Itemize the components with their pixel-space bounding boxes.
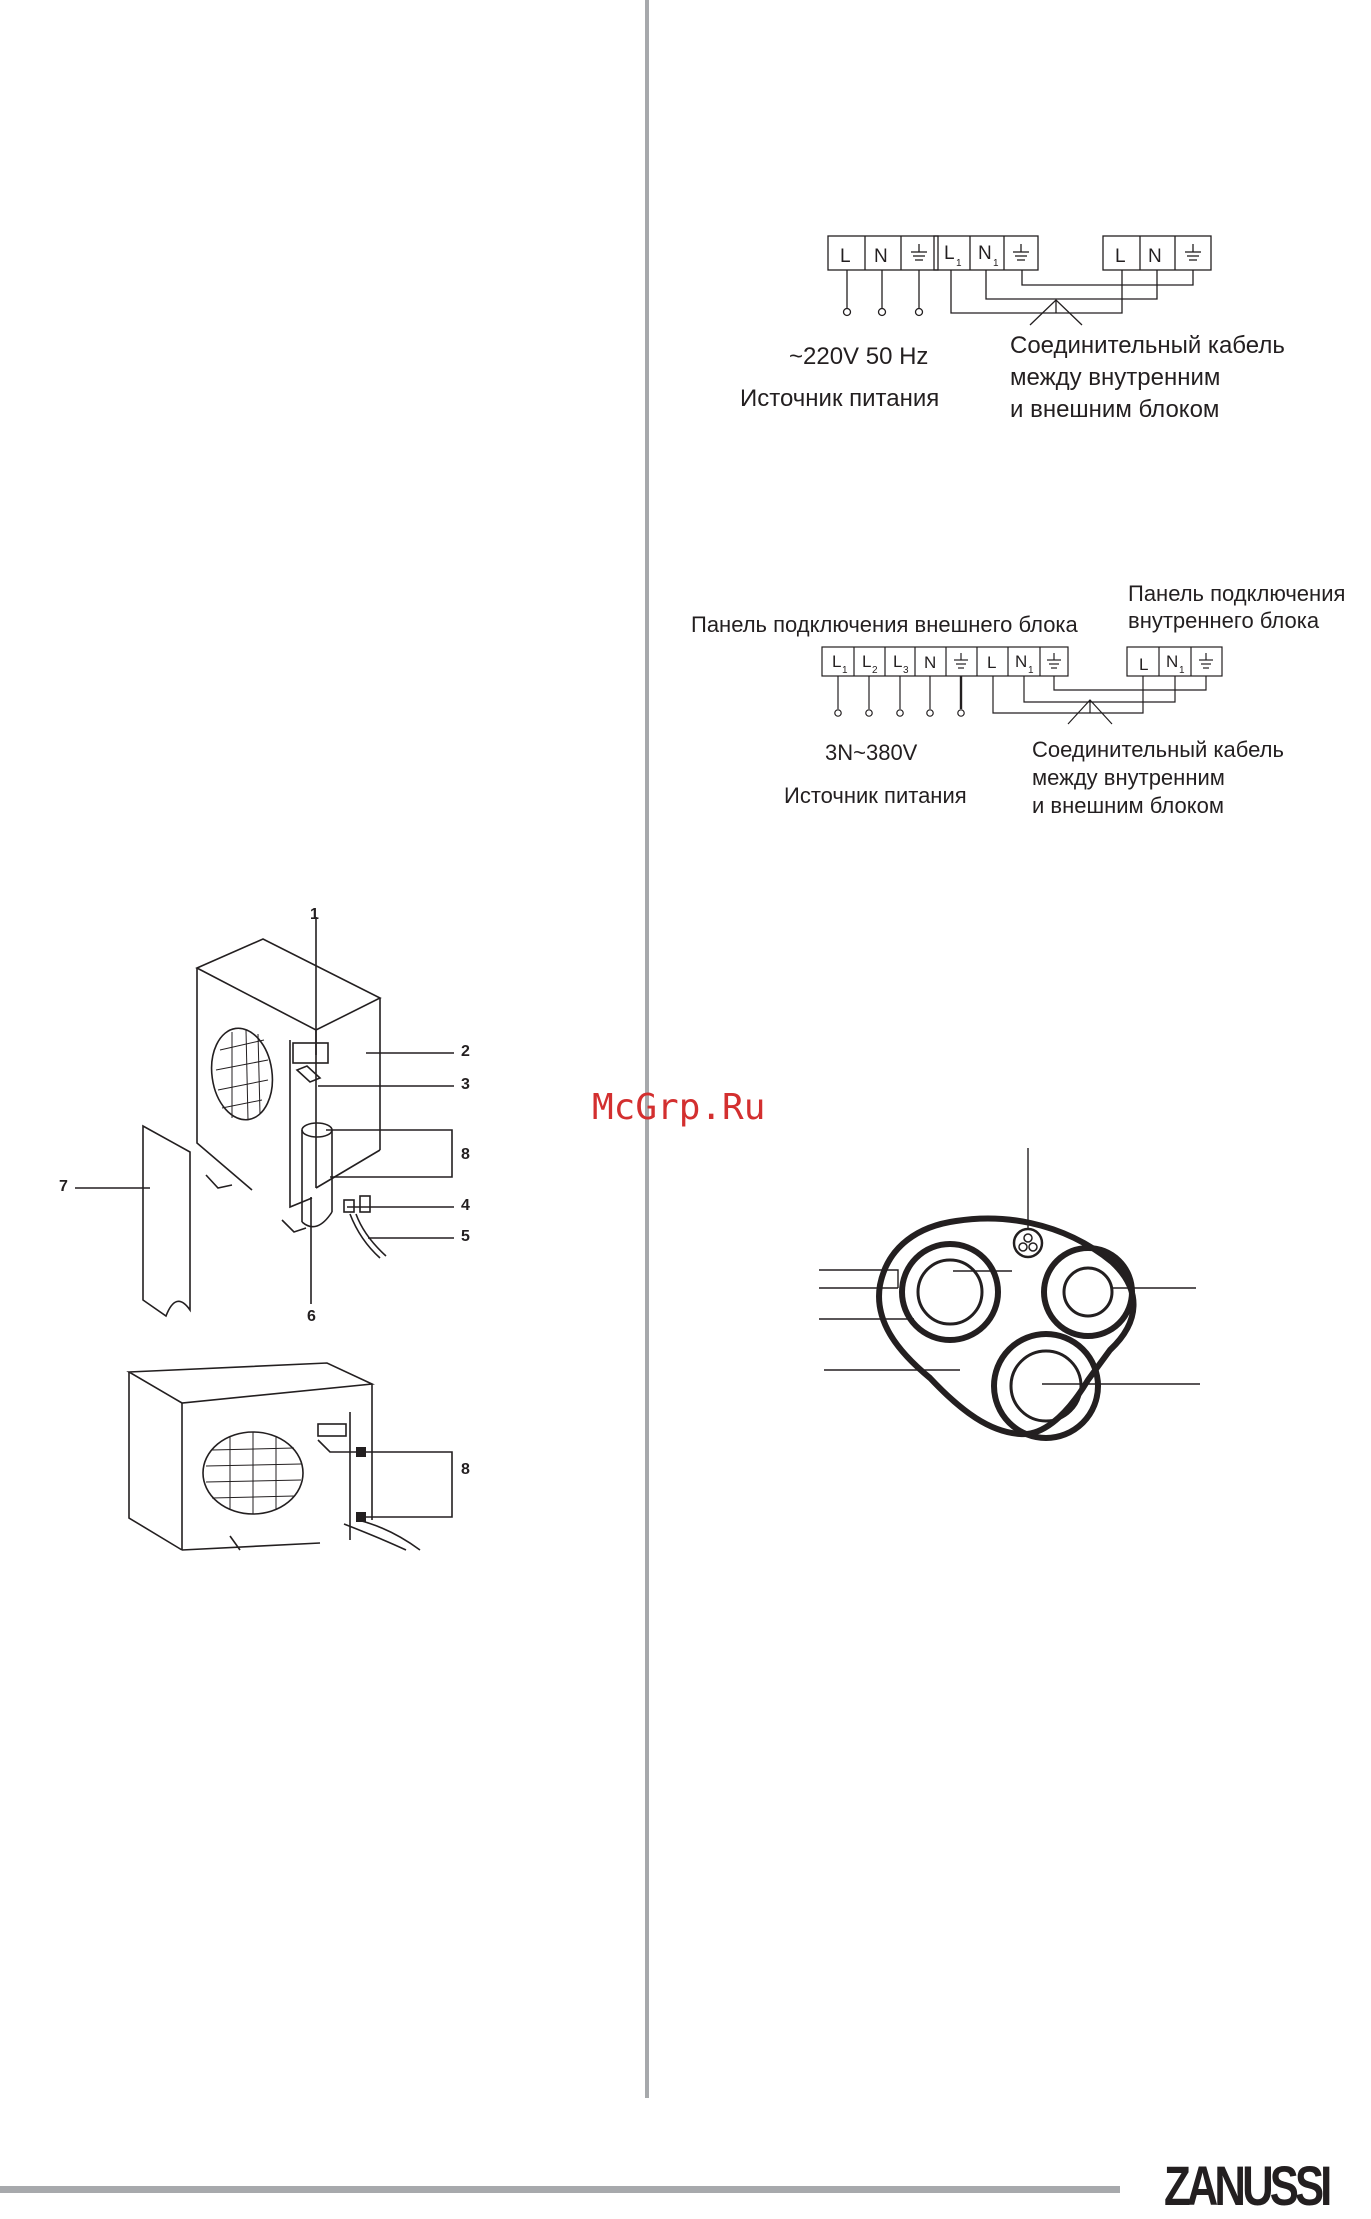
diagram2-cable-label-2: между внутренним (1032, 765, 1225, 790)
diagram2-outdoor-panel-label: Панель подключения внешнего блока (691, 612, 1078, 637)
svg-text:N: N (1015, 652, 1027, 671)
svg-text:N: N (978, 243, 992, 264)
svg-text:L: L (944, 243, 955, 264)
diagram2-indoor-panel-label-2: внутреннего блока (1128, 608, 1320, 633)
callout-7: 7 (59, 1178, 68, 1195)
diagram2-cable-label-1: Соединительный кабель (1032, 737, 1284, 762)
footer-rule (0, 2186, 1120, 2193)
callout-5: 5 (461, 1228, 470, 1245)
diagram1-cable-label-1: Соединительный кабель (1010, 332, 1285, 359)
diagram1-cable-label-3: и внешним блоком (1010, 396, 1220, 423)
svg-text:L: L (840, 246, 851, 267)
brand-logo: ZANUSSI (1164, 2154, 1332, 2217)
diagram2-supply-label: Источник питания (784, 783, 967, 808)
callout-8-upper: 8 (461, 1146, 470, 1163)
svg-text:L: L (862, 652, 871, 671)
svg-text:L: L (832, 652, 841, 671)
svg-text:L: L (1139, 655, 1148, 674)
callout-3: 3 (461, 1076, 470, 1093)
svg-text:1: 1 (1179, 665, 1185, 676)
svg-text:1: 1 (993, 258, 999, 269)
diagram1-supply-label: Источник питания (740, 385, 940, 412)
svg-text:1: 1 (1028, 665, 1034, 676)
svg-text:L: L (1115, 246, 1126, 267)
svg-text:2: 2 (872, 665, 878, 676)
callout-1: 1 (310, 906, 319, 923)
svg-text:3: 3 (903, 665, 909, 676)
diagram2-supply-voltage: 3N~380V (825, 740, 918, 765)
callout-8-lower: 8 (461, 1461, 470, 1478)
watermark: McGrp.Ru (592, 1087, 766, 1128)
svg-text:L: L (893, 652, 902, 671)
column-divider (645, 0, 649, 2098)
callout-2: 2 (461, 1043, 470, 1060)
svg-text:1: 1 (956, 258, 962, 269)
diagram1-supply-voltage: ~220V 50 Hz (789, 343, 929, 370)
svg-text:N: N (874, 246, 888, 267)
svg-text:N: N (924, 653, 936, 672)
diagram1-cable-label-2: между внутренним (1010, 364, 1221, 391)
callout-6: 6 (307, 1308, 316, 1325)
diagram2-cable-label-3: и внешним блоком (1032, 793, 1224, 818)
svg-text:N: N (1166, 652, 1178, 671)
svg-text:1: 1 (842, 665, 848, 676)
svg-text:N: N (1148, 246, 1162, 267)
svg-text:L: L (987, 653, 996, 672)
callout-4: 4 (461, 1197, 470, 1214)
diagram2-indoor-panel-label-1: Панель подключения (1128, 581, 1346, 606)
